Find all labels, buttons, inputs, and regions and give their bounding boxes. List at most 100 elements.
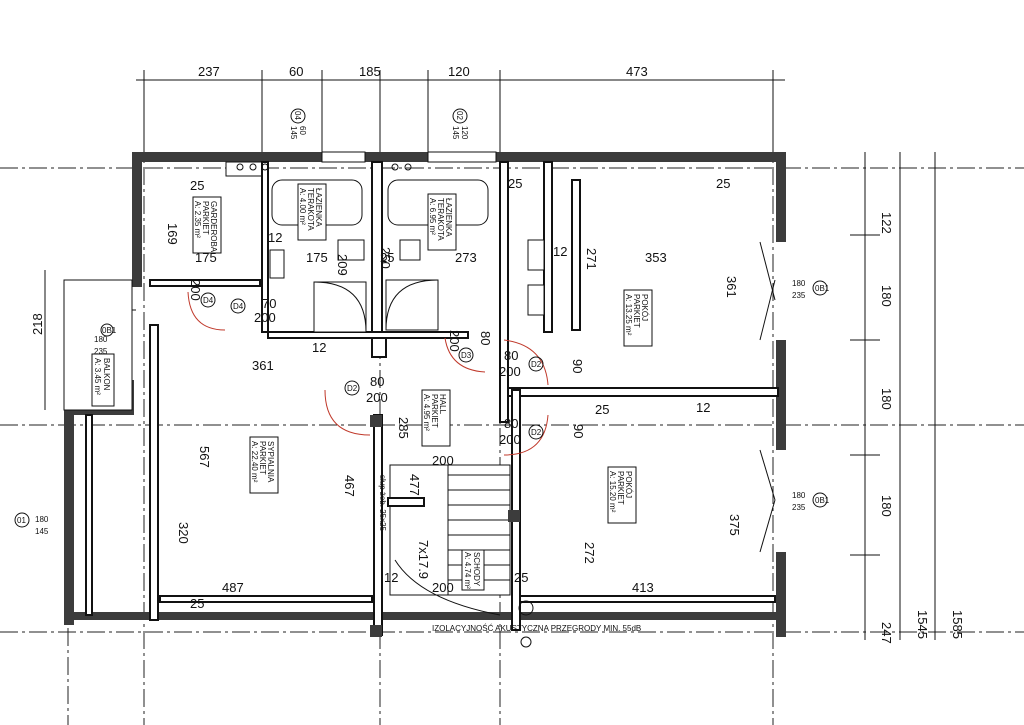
svg-text:PARKIET: PARKIET xyxy=(632,294,641,328)
room-tag-lazienka-1: ŁAZIENKA TERAKOTA A: 4.00 m² xyxy=(297,183,327,241)
svg-text:A: 4.00 m²: A: 4.00 m² xyxy=(298,188,307,225)
dim-wall-467: 467 xyxy=(342,475,357,497)
dim-12-d: 12 xyxy=(696,400,710,415)
door-d2-swing-1 xyxy=(324,389,371,436)
svg-text:PARKIET: PARKIET xyxy=(201,201,210,235)
svg-text:04: 04 xyxy=(293,111,302,120)
dim-25-d: 25 xyxy=(514,570,528,585)
room-tag-hall: HALL PARKIET A: 4.95 m² xyxy=(421,389,451,447)
svg-text:POKÓJ: POKÓJ xyxy=(624,471,633,498)
svg-text:TERAKOTA: TERAKOTA xyxy=(306,188,315,231)
door-d2-1-w: 80 xyxy=(370,374,384,389)
svg-text:145: 145 xyxy=(289,126,298,140)
dim-lazienka2-w: 273 xyxy=(455,250,477,265)
dim-12-e: 12 xyxy=(384,570,398,585)
svg-text:PARKIET: PARKIET xyxy=(430,394,439,428)
window-tag-02: 02 120 145 xyxy=(451,108,469,140)
dim-25-c: 25 xyxy=(716,176,730,191)
dim-12-a: 12 xyxy=(268,230,282,245)
column xyxy=(370,415,382,427)
door-d2-swing-3 xyxy=(503,414,549,456)
door-d2-2-code: D2 xyxy=(531,360,542,369)
top-dim-4: 120 xyxy=(448,64,470,79)
dim-pokoj1-h: 361 xyxy=(724,276,739,298)
dim-12-b: 12 xyxy=(553,244,567,259)
svg-text:HALL: HALL xyxy=(438,394,447,415)
window-tag-ob1-3: 180 235 0B1 xyxy=(94,323,117,356)
door-d4-h2: 200 xyxy=(254,310,276,325)
dim-pokoj2-h2: 375 xyxy=(727,514,742,536)
svg-text:TERAKOTA: TERAKOTA xyxy=(436,198,445,241)
svg-text:PARKIET: PARKIET xyxy=(616,471,625,505)
right-dim-4: 180 xyxy=(879,495,894,517)
dim-90-a: 90 xyxy=(570,359,585,373)
svg-text:A: 15.20 m²: A: 15.20 m² xyxy=(608,471,617,513)
door-d2-1-code: D2 xyxy=(347,384,358,393)
room-tag-pokoj-2: POKÓJ PARKIET A: 15.20 m² xyxy=(607,466,637,524)
svg-text:01: 01 xyxy=(17,516,26,525)
staircase xyxy=(387,464,511,616)
svg-text:235: 235 xyxy=(792,503,806,512)
door-d2-3-h: 200 xyxy=(499,432,521,447)
dim-lazienka1-w: 175 xyxy=(306,250,328,265)
dim-hall-h: 285 xyxy=(396,417,411,439)
svg-text:60: 60 xyxy=(298,126,307,135)
top-dimension-chain: 237 60 185 120 473 xyxy=(136,64,785,160)
svg-text:A: 2.35 m²: A: 2.35 m² xyxy=(193,201,202,238)
svg-text:A: 6.95 m²: A: 6.95 m² xyxy=(428,198,437,235)
door-d2-2-w: 80 xyxy=(504,348,518,363)
door-d2-3-code: D2 xyxy=(531,428,542,437)
door-d3-swing xyxy=(444,337,486,373)
dim-25-a: 25 xyxy=(190,178,204,193)
door-d2-swing-2 xyxy=(503,339,549,386)
dim-salon-w: 361 xyxy=(252,358,274,373)
stair-rise-icon xyxy=(518,600,534,616)
dim-pokoj2-w: 413 xyxy=(632,580,654,595)
svg-text:SYPIALNIA: SYPIALNIA xyxy=(266,441,275,483)
room-tag-salon: SYPIALNIA PARKIET A: 22.40 m² xyxy=(249,436,279,494)
svg-text:A: 4.74 m²: A: 4.74 m² xyxy=(463,552,472,589)
left-dim-218: 218 xyxy=(30,313,45,335)
dim-hall-w: 200 xyxy=(432,453,454,468)
svg-text:120: 120 xyxy=(460,126,469,140)
svg-text:0B1: 0B1 xyxy=(815,496,830,505)
dim-garderoba-w: 175 xyxy=(195,250,217,265)
door-d4-swing xyxy=(187,291,226,331)
svg-text:A: 4.95 m²: A: 4.95 m² xyxy=(422,394,431,431)
svg-text:ŁAZIENKA: ŁAZIENKA xyxy=(444,198,453,237)
svg-text:ŁAZIENKA: ŁAZIENKA xyxy=(314,188,323,227)
svg-text:A: 13.25 m²: A: 13.25 m² xyxy=(624,294,633,336)
right-dim-3: 180 xyxy=(879,388,894,410)
top-dim-3: 185 xyxy=(359,64,381,79)
dim-25-f: 25 xyxy=(190,596,204,611)
svg-text:A: 3.45 m²: A: 3.45 m² xyxy=(93,358,102,395)
top-dim-1: 237 xyxy=(198,64,220,79)
svg-text:BALKON: BALKON xyxy=(102,358,111,391)
dim-salon-w2: 487 xyxy=(222,580,244,595)
right-dim-1: 122 xyxy=(879,212,894,234)
door-swings xyxy=(187,241,776,553)
svg-text:PARKIET: PARKIET xyxy=(258,441,267,475)
svg-text:180: 180 xyxy=(792,491,806,500)
dim-25-b: 25 xyxy=(380,250,394,265)
room-dimensions: 169 175 175 209 273 250 353 361 271 361 … xyxy=(165,176,742,611)
svg-text:145: 145 xyxy=(451,126,460,140)
door-d4-code-2: D4 xyxy=(203,296,214,305)
dim-salon-h2: 320 xyxy=(176,522,191,544)
dim-stairs-w: 200 xyxy=(432,580,454,595)
room-tag-lazienka-2: ŁAZIENKA TERAKOTA A: 6.95 m² xyxy=(427,193,457,251)
dim-90-b: 90 xyxy=(571,424,586,438)
top-dim-2: 60 xyxy=(289,64,303,79)
svg-text:180: 180 xyxy=(35,515,49,524)
svg-text:180: 180 xyxy=(792,279,806,288)
svg-text:0B1: 0B1 xyxy=(102,326,117,335)
svg-text:180: 180 xyxy=(94,335,108,344)
dim-pokoj1-w: 353 xyxy=(645,250,667,265)
right-dim-5: 247 xyxy=(879,622,894,644)
svg-text:POKÓJ: POKÓJ xyxy=(640,294,649,321)
dim-12-c: 12 xyxy=(312,340,326,355)
column-note: słup żeb. 25x25 xyxy=(378,475,387,532)
window-tag-ob1-1: 180 235 0B1 xyxy=(792,279,830,300)
svg-text:A: 22.40 m²: A: 22.40 m² xyxy=(250,441,259,483)
dim-pokoj1-h2: 271 xyxy=(584,248,599,270)
